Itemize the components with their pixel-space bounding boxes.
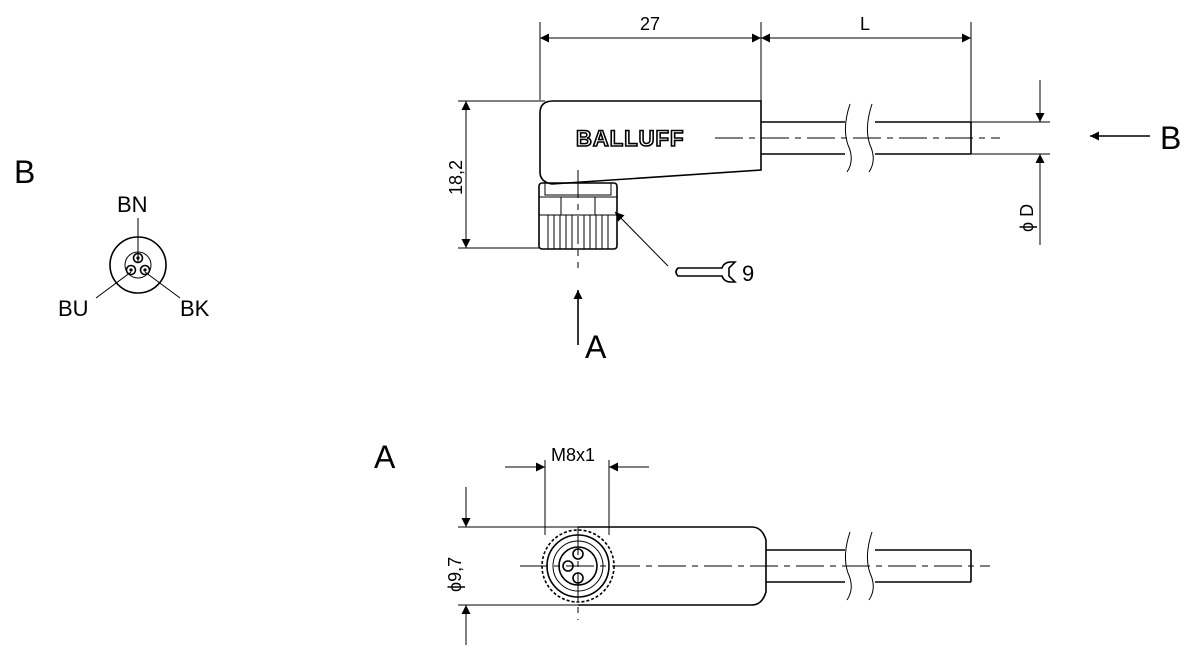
wrench-size: 9 <box>742 261 754 286</box>
front-view: A M8x1 ϕ9,7 <box>374 439 990 645</box>
pin-bk <box>139 264 151 276</box>
view-a-title: A <box>374 439 396 475</box>
view-b-title: B <box>14 154 35 190</box>
pin-label-bk: BK <box>180 296 210 321</box>
pin-label-bn: BN <box>117 192 148 217</box>
wrench-icon <box>675 261 737 283</box>
brand-logo: BALLUFF <box>576 126 684 151</box>
dimension-head-length: 27 <box>640 14 660 34</box>
view-arrow-a-label: A <box>585 329 607 365</box>
pin-bu <box>125 264 137 276</box>
connector-body <box>539 100 762 185</box>
dimension-nut-diameter: ϕ9,7 <box>445 557 465 592</box>
dimension-cable-length: L <box>860 14 870 34</box>
dimension-cable-diameter: ϕ D <box>1017 204 1037 232</box>
pin-face-circle <box>109 236 167 294</box>
pin-bn <box>132 252 144 264</box>
side-view: 27 L 18,2 BALLUFF <box>446 14 1181 365</box>
view-arrow-b-label: B <box>1160 120 1181 156</box>
dimension-thread: M8x1 <box>551 445 595 465</box>
pin-label-bu: BU <box>58 296 89 321</box>
pin-layout-view: B BN BU BK <box>14 154 210 321</box>
dimension-height: 18,2 <box>446 160 466 195</box>
